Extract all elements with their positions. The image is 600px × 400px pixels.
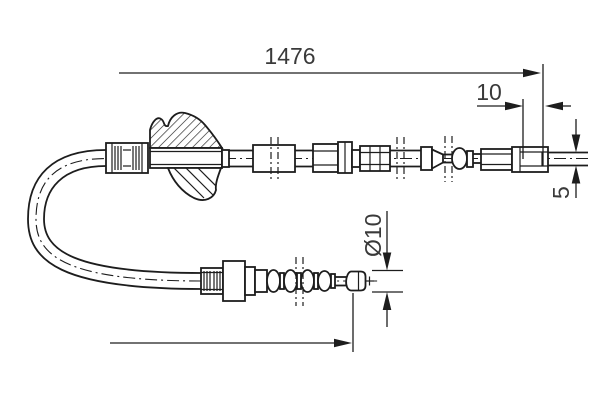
rod-and-ball-end — [335, 270, 374, 292]
arrowhead-up-icon — [571, 165, 581, 184]
arrowhead-right-icon — [523, 68, 541, 78]
boot-bellows-lower — [266, 257, 336, 306]
dim-overall-length-label: 1476 — [264, 43, 315, 69]
end-fitting-upper — [480, 146, 588, 173]
arrowhead-down-icon — [571, 134, 581, 153]
dim-end-section-label: 10 — [476, 79, 502, 105]
abutment-block-lower — [222, 260, 268, 302]
dim-ball-end-diameter-label: Ø10 — [360, 214, 386, 257]
boot-bellows-upper — [420, 136, 481, 182]
dimension-end-section: 10 — [476, 79, 571, 159]
dimension-cable-tip-diameter: 5 — [548, 119, 581, 199]
cable-sheath-curve — [27, 149, 203, 290]
arrowhead-left-icon — [545, 101, 563, 111]
dimension-ball-end-diameter: Ø10 — [360, 211, 403, 327]
dim-cable-tip-diameter-label: 5 — [548, 186, 574, 199]
ferrule-upper — [105, 142, 149, 174]
arrowhead-down-icon — [382, 252, 392, 271]
arrowhead-right-icon — [334, 338, 352, 348]
dimension-overall-length: 1476 — [119, 43, 544, 166]
upper-branch — [105, 111, 588, 201]
arrowhead-right-icon — [505, 101, 523, 111]
lower-branch — [200, 257, 374, 306]
cable-sections-upper — [229, 137, 421, 181]
cable-centerline — [35, 157, 588, 282]
grommet-bracket — [149, 111, 230, 201]
arrowhead-up-icon — [382, 292, 392, 310]
dimension-lower-length — [110, 293, 354, 352]
ferrule-lower — [200, 267, 224, 295]
